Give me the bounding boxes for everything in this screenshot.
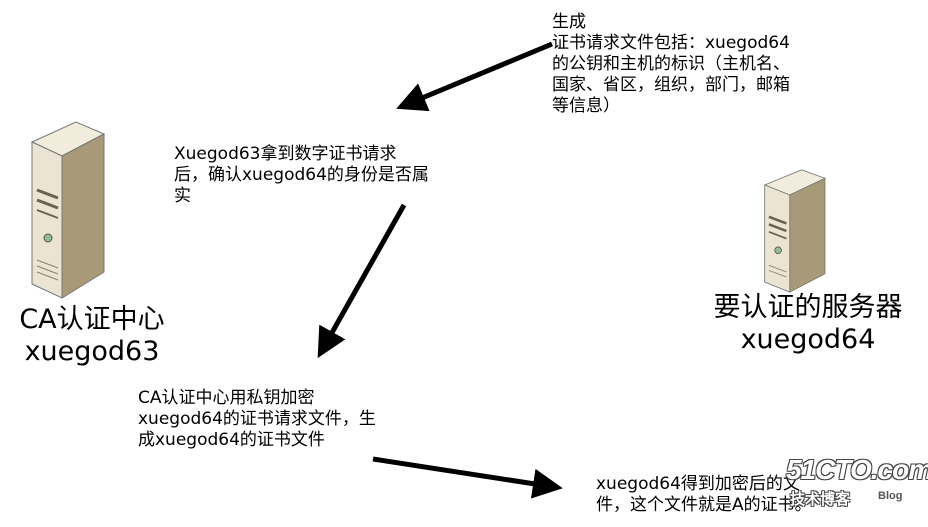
arrow-request — [396, 41, 553, 112]
target-server-hostname: xuegod64 — [740, 324, 876, 355]
watermark-logo: 51CTO.com 技术博客 Blog — [786, 454, 928, 514]
note-receive-certificate: xuegod64得到加密后的文 件，这个文件就是A的证书。 — [596, 474, 812, 515]
watermark-main: 51CTO.com — [786, 454, 928, 485]
server-icon — [30, 121, 106, 299]
note-generate-request: 生成 证书请求文件包括：xuegod64 的公钥和主机的标识（主机名、 国家、省… — [552, 12, 790, 116]
ca-server-hostname: xuegod63 — [24, 336, 160, 367]
watermark-sub: 技术博客 — [790, 490, 851, 508]
note-verify-identity: Xuegod63拿到数字证书请求 后，确认xuegod64的身份是否属 实 — [174, 144, 429, 206]
server-icon — [763, 169, 827, 293]
arrow-verify — [317, 203, 407, 359]
ca-server-label: CA认证中心 xuegod63 — [6, 304, 178, 368]
watermark-blog: Blog — [878, 490, 903, 502]
ca-server-title: CA认证中心 — [19, 304, 165, 335]
target-server-title: 要认证的服务器 — [713, 292, 903, 323]
arrow-issue — [372, 456, 563, 499]
note-sign-certificate: CA认证中心用私钥加密 xuegod64的证书请求文件，生 成xuegod64的… — [138, 388, 376, 450]
target-server-label: 要认证的服务器 xuegod64 — [690, 292, 926, 356]
